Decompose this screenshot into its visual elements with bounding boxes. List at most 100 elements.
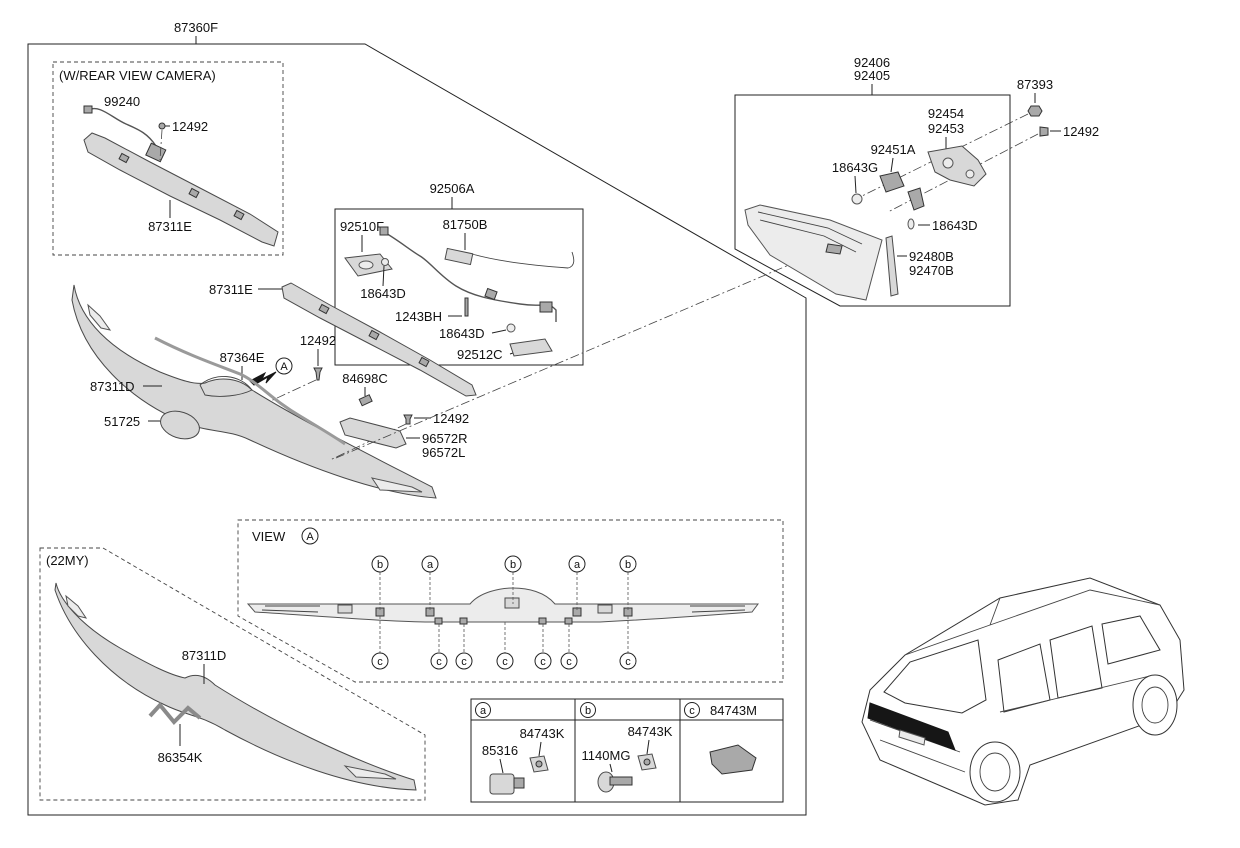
view-a-bottom-callouts: c c c c c c c [371, 616, 637, 670]
camera-box-frame [52, 61, 284, 256]
main-assembly-label: 87360F [174, 20, 218, 35]
camera-harness [87, 107, 157, 147]
callout-top-4-letter: a [574, 559, 581, 571]
socket [879, 171, 905, 193]
screw-upper [313, 367, 323, 381]
lens-1-label: 92480B [909, 249, 954, 264]
table-col-a-nut-label: 84743K [520, 726, 565, 741]
bulb-g-label: 18643G [832, 160, 878, 175]
camera-garnish-clip-1 [118, 152, 130, 164]
vehicle-illustration [861, 577, 1185, 806]
vehicle-tailgate-garnish-highlight [867, 702, 956, 751]
lamp-box-frame [734, 94, 1011, 307]
view-a: VIEW A b a b a [237, 519, 784, 683]
callout-top-5 [619, 555, 637, 573]
camera-harness-label: 99240 [104, 94, 140, 109]
view-a-title-circle [301, 527, 319, 545]
harness-screw-label: 1243BH [395, 309, 442, 324]
gasket [927, 145, 987, 187]
camera-screw-label: 12492 [172, 119, 208, 134]
table-col-b-part-leader [609, 763, 613, 773]
callout-bottom-5 [534, 652, 552, 670]
my22-emblem [148, 701, 202, 725]
view-a-clip-c6 [564, 617, 573, 625]
moulding-label: 87364E [220, 350, 265, 365]
callout-top-3 [504, 555, 522, 573]
view-a-ref-letter: A [280, 361, 288, 373]
my22-garnish [54, 582, 417, 791]
camera-garnish-label: 87311E [148, 219, 192, 234]
vehicle-rear-window [883, 639, 987, 714]
my22-reflector-left [65, 594, 88, 619]
callout-bottom-7 [619, 652, 637, 670]
harness-kit-box: 92506A 92510F 81750B 18643D 1243BH 18643… [334, 181, 584, 366]
harness-bulb-upper-label: 18643D [360, 286, 406, 301]
handle-l-label: 96572L [422, 445, 465, 460]
gasket-2-label: 92453 [928, 121, 964, 136]
harness-lamp-label: 92510F [340, 219, 384, 234]
my22-box: (22MY) 87311D 86354K [39, 547, 426, 801]
bulb-d [907, 218, 915, 230]
vehicle-rear-wheel [969, 741, 1021, 803]
upper-garnish-clip-2 [368, 329, 380, 341]
my22-frame [39, 547, 426, 801]
garnish-reflector-left [87, 303, 112, 331]
screw-upper-label: 12492 [300, 333, 336, 348]
table-col-b-part-label: 1140MG [582, 748, 631, 763]
callout-bottom-3 [455, 652, 473, 670]
lamp-box: 92406 92405 87393 12492 92454 92453 9245… [734, 55, 1099, 307]
camera-harness-connector [83, 105, 93, 114]
callout-top-2 [421, 555, 439, 573]
vehicle-license-plate [898, 729, 926, 746]
moulding-strip [154, 336, 346, 446]
main-assembly-frame [27, 43, 807, 816]
garnish-emblem-housing [199, 376, 253, 397]
harness-connector [444, 247, 474, 266]
clip-label: 84698C [342, 371, 388, 386]
table-ref-a-circle [475, 702, 491, 718]
my22-reflector-right [343, 765, 397, 780]
harness-bulb-lower-label: 18643D [439, 326, 485, 341]
vehicle-roof-lines [904, 589, 1161, 656]
lamp-lens-strip [885, 235, 899, 297]
callout-bottom-7-letter: c [625, 656, 631, 668]
callout-bottom-4-letter: c [502, 656, 508, 668]
view-a-bracket-1 [337, 604, 353, 614]
table-col-a-nut-hole [535, 760, 543, 768]
fastener-table-frame [470, 698, 784, 803]
table-col-b-nut-label: 84743K [628, 724, 673, 739]
callout-bottom-6-letter: c [566, 656, 572, 668]
lamp-alignment-axis [335, 243, 839, 459]
harness-lamp-lower-label: 92512C [457, 347, 503, 362]
vehicle-rear-rim [979, 752, 1011, 792]
callout-bottom-3-letter: c [461, 656, 467, 668]
camera-screw-axis [159, 129, 163, 161]
camera-unit [145, 142, 167, 163]
view-a-frame [237, 519, 784, 683]
table-ref-c: c [689, 705, 695, 717]
rear-lamp-connector [825, 243, 843, 255]
upper-garnish-label: 87311E [209, 282, 253, 297]
gasket-hole-1 [942, 157, 954, 169]
camera-garnish [83, 132, 279, 247]
view-a-clip-c5 [538, 617, 547, 625]
nut-label: 87393 [1017, 77, 1053, 92]
vehicle-side-window-2 [1049, 625, 1103, 699]
handle-r-label: 96572R [422, 431, 468, 446]
rear-lamp-housing [744, 204, 883, 301]
harness-kit-label: 92506A [430, 181, 475, 196]
harness-bulb-lower-leader [491, 329, 507, 334]
harness-screw [464, 297, 469, 317]
harness-bulb-upper-leader [382, 265, 385, 287]
vehicle-side-window-3 [1101, 615, 1161, 665]
harness-plug [379, 226, 389, 236]
table-col-c-clip [709, 744, 757, 775]
main-assembly-group: 87360F [27, 20, 807, 816]
my22-emblem-label: 86354K [158, 750, 203, 765]
emblem [160, 410, 200, 440]
harness-kit-frame [334, 208, 584, 366]
table-col-a-grommet-stem [513, 777, 525, 789]
socket-leader [890, 157, 894, 173]
table-ref-c-circle [684, 702, 700, 718]
